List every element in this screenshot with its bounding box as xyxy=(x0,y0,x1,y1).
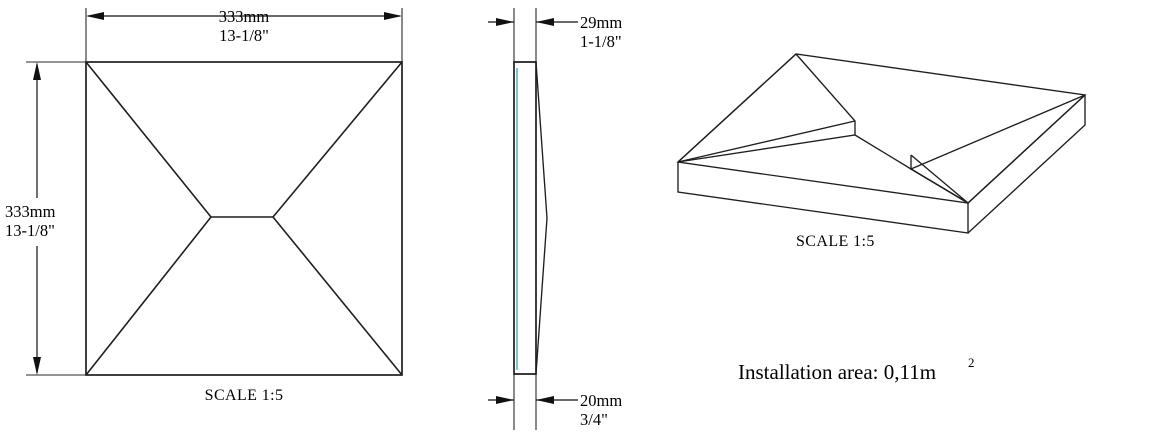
iso-front-left-face xyxy=(677,162,969,234)
front-height-arrow-top xyxy=(33,62,41,80)
side-top-dim-arrow-left xyxy=(496,18,514,26)
iso-facet-right-edge xyxy=(910,94,1086,171)
installation-area-exponent: 2 xyxy=(968,355,975,370)
side-view-group xyxy=(488,8,578,430)
side-top-metric-label: 29mm xyxy=(580,13,622,32)
front-hip-bottom-left xyxy=(85,216,212,376)
iso-front-right-face xyxy=(967,95,1086,234)
front-hip-bottom-right xyxy=(272,216,403,376)
iso-facet-right-base xyxy=(910,154,969,204)
front-height-metric-label: 333mm xyxy=(5,202,56,221)
installation-area-label: Installation area: 0,11m xyxy=(738,360,936,384)
iso-facet-right-lower xyxy=(910,168,969,204)
iso-facet-left-hip xyxy=(677,53,797,163)
front-width-metric-label: 333mm xyxy=(219,7,270,26)
iso-view-scale-label: SCALE 1:5 xyxy=(796,233,875,250)
front-width-imperial-label: 13-1/8" xyxy=(219,26,269,45)
side-bottom-dim-arrow-left xyxy=(496,396,514,404)
front-width-arrow-right xyxy=(384,12,402,20)
side-bottom-metric-label: 20mm xyxy=(580,391,622,410)
front-height-arrow-bottom xyxy=(33,357,41,375)
front-width-arrow-left xyxy=(86,12,104,20)
iso-facet-left-base xyxy=(677,120,856,163)
side-profile-taper-line xyxy=(535,61,548,375)
iso-facet-right-hip xyxy=(967,94,1086,204)
side-bottom-imperial-label: 3/4" xyxy=(580,410,608,429)
iso-inner-valley-front xyxy=(677,134,969,204)
side-top-imperial-label: 1-1/8" xyxy=(580,32,622,51)
front-hip-top-left xyxy=(85,61,212,218)
front-hip-top-right xyxy=(272,61,403,218)
side-bottom-dim-arrow-right xyxy=(536,396,554,404)
front-view-group xyxy=(26,8,403,376)
front-square-outline xyxy=(85,61,403,376)
front-height-imperial-label: 13-1/8" xyxy=(5,221,55,240)
side-top-dim-arrow-right xyxy=(536,18,554,26)
iso-view-group xyxy=(676,53,1087,234)
front-view-scale-label: SCALE 1:5 xyxy=(205,387,284,404)
labels-group: 333mm 13-1/8" 333mm 13-1/8" SCALE 1:5 29… xyxy=(5,7,975,429)
